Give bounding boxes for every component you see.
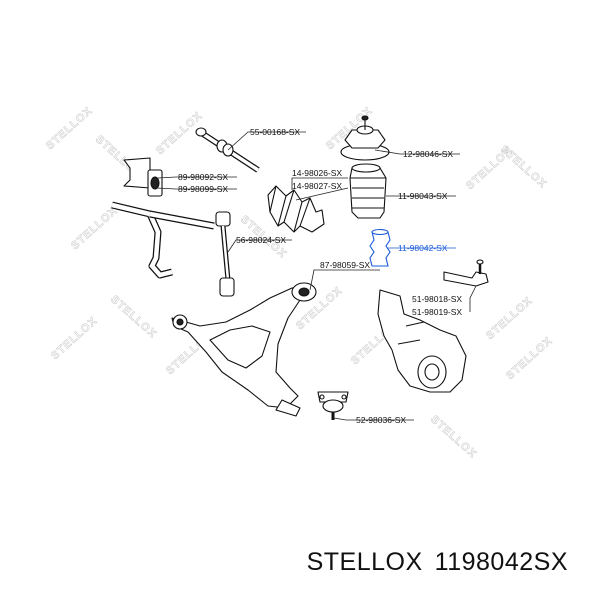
part-label-14-98026: 14-98026-SX: [292, 168, 342, 178]
leader-line: [155, 187, 237, 190]
bump-stop: [369, 228, 391, 267]
product-caption: STELLOX 1198042SX: [0, 548, 600, 588]
part-label-52-98036: 52-98036-SX: [356, 415, 406, 425]
watermark-text: STELLOX: [484, 295, 535, 343]
steering-knuckle: [377, 289, 467, 393]
strut-bellow: [349, 163, 387, 219]
leader-line: [374, 149, 460, 155]
watermark-text: STELLOX: [69, 205, 120, 253]
part-label-56-98024: 56-98024-SX: [236, 235, 286, 245]
leader-line: [295, 187, 349, 201]
watermark-text: STELLOX: [428, 413, 479, 461]
leader-line: [227, 131, 306, 151]
leader-line: [469, 285, 477, 300]
watermark-text: STELLOX: [498, 143, 549, 191]
strut-mount: [340, 115, 390, 161]
stabilizer-bar: [111, 201, 215, 279]
steering-boot: [267, 185, 325, 233]
part-label-89-98092: 89-98092-SX: [178, 172, 228, 182]
tie-rod-end: [443, 259, 489, 287]
leader-line: [291, 177, 348, 190]
watermark-text: STELLOX: [49, 315, 100, 363]
ball-joint: [317, 391, 349, 420]
suspension-parts-diagram: STELLOX STELLOX STELLOX STELLOX STELLOX …: [44, 104, 556, 461]
leader-line: [227, 239, 292, 253]
watermark-text: STELLOX: [44, 105, 95, 153]
lower-control-arm: [171, 282, 317, 417]
part-label-87-98059: 87-98059-SX: [320, 260, 370, 270]
leader-line: [157, 176, 237, 179]
brand-name: STELLOX: [306, 548, 423, 576]
part-label-11-98043: 11-98043-SX: [398, 191, 448, 201]
watermark-text: STELLOX: [504, 335, 555, 383]
leader-line: [309, 269, 380, 291]
leader-line: [333, 417, 414, 421]
part-label-51-98018: 51-98018-SX: [412, 294, 462, 304]
part-label-11-98042: 11-98042-SX: [398, 243, 448, 253]
stabilizer-bushing: [123, 157, 163, 197]
part-label-14-98027: 14-98027-SX: [292, 181, 342, 191]
stabilizer-link: [215, 211, 235, 297]
tie-rod: [195, 127, 260, 173]
part-label-89-98099: 89-98099-SX: [178, 184, 228, 194]
part-label-12-98046: 12-98046-SX: [403, 149, 453, 159]
leader-lines: [155, 131, 477, 421]
part-label-51-98019: 51-98019-SX: [412, 307, 462, 317]
watermark-text: STELLOX: [108, 293, 159, 341]
part-label-55-00168: 55-00168-SX: [250, 127, 300, 137]
part-labels: 55-00168-SX 12-98046-SX 89-98092-SX 89-9…: [178, 127, 462, 425]
part-number: 1198042SX: [434, 548, 568, 576]
